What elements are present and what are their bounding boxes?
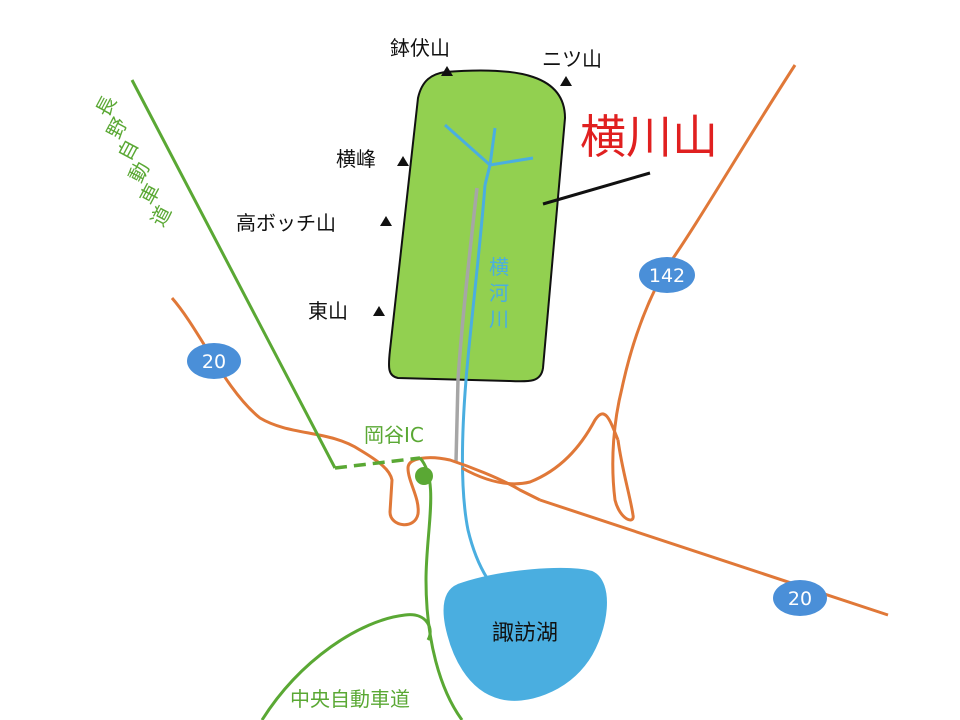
- yokokawa-mountain-area: [388, 69, 567, 383]
- peak-label-hachibuse: 鉢伏山: [390, 36, 450, 60]
- lake-suwa: [443, 567, 607, 701]
- chuo-expressway-label: 中央自動車道: [290, 687, 410, 711]
- nagano-expressway: [130, 79, 337, 469]
- title-pointer-line: [542, 171, 651, 206]
- route-142-shield: 142: [639, 257, 695, 293]
- peak-label-futatsu: ニツ山: [542, 47, 602, 71]
- route-142-number: 142: [649, 265, 685, 287]
- chuo-expressway-branch: [260, 613, 432, 720]
- peak-markers: [373, 66, 572, 316]
- okaya-ic-label: 岡谷IC: [364, 423, 424, 447]
- yokomine-peak-icon: [397, 156, 409, 166]
- yokokawa-river: [461, 184, 489, 579]
- river-label-char-3: 川: [489, 307, 509, 331]
- route-20-east-shield: 20: [773, 580, 827, 616]
- route-20-east-number: 20: [788, 588, 812, 610]
- nagano-label-char-1: 長: [91, 92, 122, 121]
- peak-label-yokomine: 横峰: [336, 147, 376, 171]
- route-20-east: [539, 498, 889, 617]
- higashi-peak-icon: [373, 306, 385, 316]
- river-label-char-1: 横: [489, 255, 509, 279]
- route-142: [611, 64, 797, 522]
- gray-line: [454, 187, 479, 463]
- takabocchi-peak-icon: [380, 216, 392, 226]
- hachibuse-peak-icon: [441, 66, 453, 76]
- nagano-expressway-label: 長 野 自 動 車 道: [91, 92, 177, 231]
- chuo-expressway: [418, 456, 464, 720]
- futatsu-peak-icon: [560, 76, 572, 86]
- route-142-connector: [461, 412, 620, 486]
- okaya-ic-marker: [415, 467, 433, 485]
- river-label-char-2: 河: [489, 281, 509, 305]
- route-20-west: [170, 297, 541, 527]
- nagano-expressway-dashed-connector: [334, 456, 421, 470]
- peak-label-takabocchi: 高ボッチ山: [236, 211, 336, 235]
- route-20-west-number: 20: [202, 351, 226, 373]
- route-20-west-shield: 20: [187, 343, 241, 379]
- river-branches: [444, 123, 534, 186]
- lake-label: 諏訪湖: [492, 621, 558, 646]
- map-title: 横川山: [580, 110, 718, 164]
- peak-label-higashi: 東山: [308, 299, 348, 323]
